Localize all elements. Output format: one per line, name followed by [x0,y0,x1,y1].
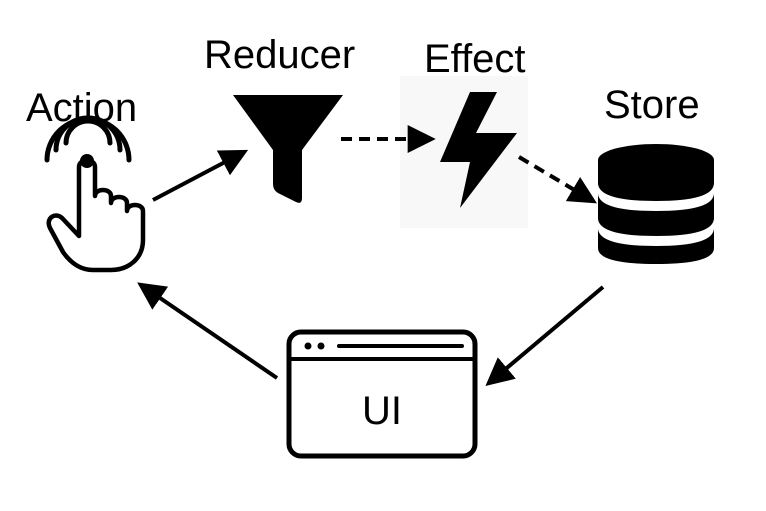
touch-hand-icon [44,115,146,273]
arrow-action-to-reducer [152,149,249,202]
database-icon [598,144,714,264]
effect-label: Effect [424,37,526,81]
arrow-effect-to-store [517,155,598,204]
arrow-store-to-ui [485,285,605,387]
lightning-bolt-icon [440,92,517,208]
reducer-label: Reducer [204,33,355,77]
ui-label: UI [362,389,402,433]
browser-window-icon [286,329,478,459]
store-label: Store [604,83,700,127]
arrow-ui-to-action [137,282,279,380]
funnel-icon [233,95,343,203]
